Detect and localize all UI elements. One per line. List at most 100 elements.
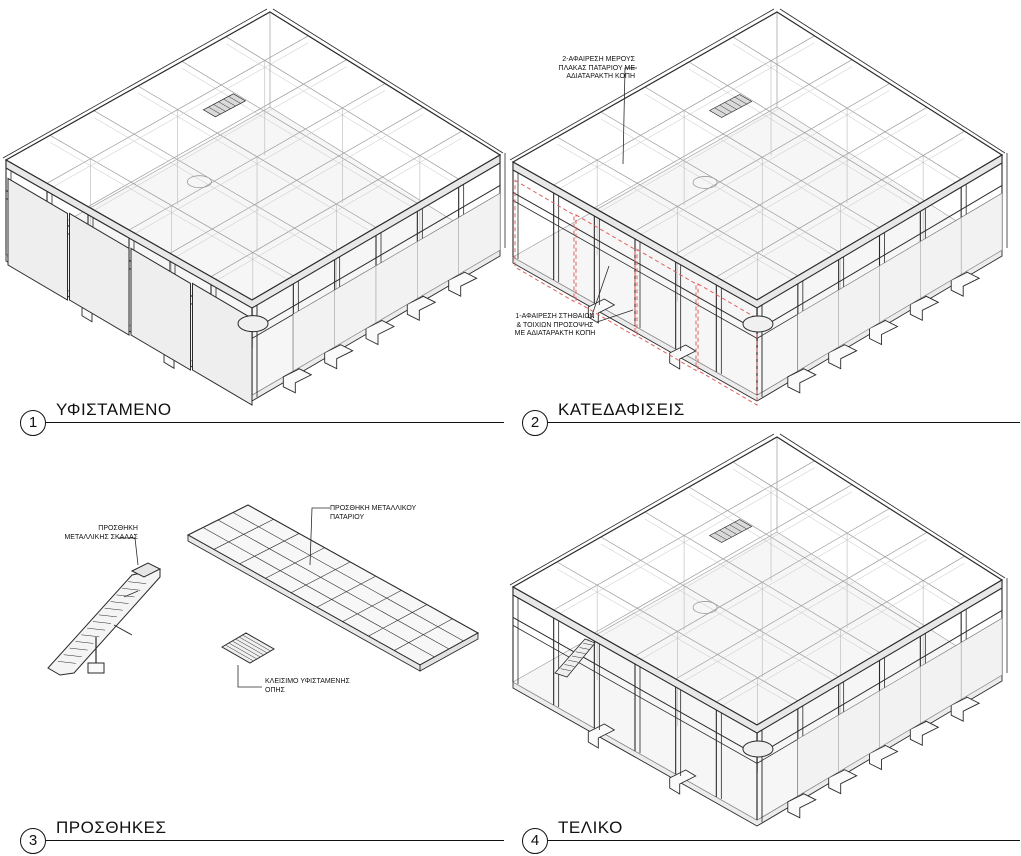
- stair-tread: [724, 102, 737, 110]
- stair-tread: [734, 521, 747, 530]
- stair-rail: [123, 590, 139, 598]
- note-line: & ΤΟΙΧΙΩΝ ΠΡΟΣΟΨΗΣ: [516, 321, 594, 329]
- note-line: 2-ΑΦΑΙΡΕΣΗ ΜΕΡΟΥΣ: [562, 56, 635, 63]
- note-line: ΠΡΟΣΘΗΚΗ: [98, 525, 138, 532]
- leader-line: [118, 537, 139, 566]
- stair-tread: [579, 647, 590, 650]
- demolition-outline: [697, 283, 758, 406]
- leader-line: [590, 265, 610, 319]
- panel-title: ΚΑΤΕΔΑΦΙΣΕΙΣ: [558, 400, 685, 419]
- stair-tread: [564, 664, 575, 667]
- roof-edge: [512, 154, 1003, 309]
- roof-outline: [779, 433, 1006, 579]
- stair-tread: [568, 660, 579, 663]
- roof-outline: [2, 8, 268, 159]
- stair-tread: [69, 647, 88, 651]
- title-underline: [548, 840, 1020, 841]
- mezzanine-joist: [239, 533, 300, 565]
- plate-rib: [242, 634, 271, 652]
- facade-beam: [512, 616, 758, 756]
- mezzanine-joist: [217, 519, 450, 650]
- stair-tread: [128, 581, 147, 584]
- stair-tread: [714, 532, 727, 540]
- footing: [950, 696, 981, 722]
- facade-beam: [756, 184, 1003, 331]
- panel-title: ΠΡΟΣΘΗΚΕΣ: [56, 818, 167, 837]
- footing: [324, 344, 354, 370]
- panel-number: 4: [522, 828, 548, 854]
- facade-wall: [7, 177, 68, 301]
- stair-tread: [575, 651, 586, 654]
- footing: [669, 344, 697, 370]
- plate-rib: [232, 640, 261, 658]
- facade-beam: [756, 609, 1003, 756]
- note-line: 1-ΑΦΑΙΡΕΣΗ ΣΤΗΘΑΙΩΝ: [515, 313, 595, 320]
- stair-tread: [110, 601, 129, 604]
- panel-final: [505, 425, 1008, 845]
- leader-line: [596, 309, 634, 323]
- stair-stringer: [47, 568, 161, 676]
- note-line: ΑΔΙΑΤΑΡΑΚΤΗ ΚΟΠΗ: [566, 73, 635, 80]
- additions-drawing: [47, 504, 480, 688]
- note-opening-closure: ΚΛΕΙΣΙΜΟ ΥΦΙΣΤΑΜΕΝΗΣ ΟΠΗΣ: [265, 678, 385, 695]
- building-demolitions-drawing: [509, 8, 1008, 406]
- note-line: ΠΑΤΑΡΙΟΥ: [330, 513, 365, 521]
- stair-brace: [113, 624, 133, 636]
- footing: [909, 295, 940, 322]
- roof-outline: [509, 433, 775, 586]
- note-line: ΜΕΤΑΛΛΙΚΗΣ ΣΚΑΛΑΣ: [64, 533, 138, 541]
- note-line: ΠΛΑΚΑΣ ΠΑΤΑΡΙΟΥ ΜΕ: [558, 64, 635, 72]
- mezzanine-joist: [316, 575, 376, 608]
- title-underline: [548, 422, 1020, 423]
- mezzanine-joist: [394, 618, 453, 651]
- stair-tread: [81, 634, 100, 638]
- title-underline: [46, 840, 504, 841]
- panel-title: ΥΦΙΣΤΑΜΕΝΟ: [56, 400, 172, 419]
- round-opening: [692, 176, 718, 189]
- stair-tread: [122, 588, 141, 591]
- mezzanine-joist: [232, 512, 464, 642]
- panel-existing: [0, 0, 506, 420]
- round-opening: [692, 601, 718, 614]
- roof-edge: [5, 154, 501, 309]
- round-opening: [237, 315, 269, 333]
- panel-demolitions: 2-ΑΦΑΙΡΕΣΗ ΜΕΡΟΥΣ ΠΛΑΚΑΣ ΠΑΤΑΡΙΟΥ ΜΕ ΑΔΙ…: [505, 0, 1008, 420]
- footing: [909, 720, 940, 747]
- facade-beam: [512, 625, 758, 764]
- footing: [869, 319, 899, 346]
- mezzanine-joist: [290, 561, 351, 594]
- stair-tread: [75, 641, 94, 644]
- footing: [828, 769, 858, 795]
- stair-tread: [98, 614, 117, 618]
- note-slab-removal: 2-ΑΦΑΙΡΕΣΗ ΜΕΡΟΥΣ ΠΛΑΚΑΣ ΠΑΤΑΡΙΟΥ ΜΕ ΑΔΙ…: [505, 56, 635, 82]
- footing: [448, 271, 478, 297]
- stair-tread: [714, 107, 727, 115]
- stair-tread: [228, 96, 241, 104]
- stair-tread: [719, 104, 732, 113]
- building: [509, 8, 1008, 406]
- stair-tread: [116, 594, 135, 598]
- roof-outline: [272, 8, 504, 154]
- infill-wall: [960, 192, 1003, 275]
- footing: [950, 271, 981, 297]
- plate-rib: [235, 638, 264, 656]
- stair-tread: [213, 104, 226, 112]
- stair-tread: [560, 668, 571, 671]
- plate-rib: [225, 644, 254, 662]
- plate-rib: [228, 642, 257, 660]
- stair-tread: [729, 99, 742, 107]
- mezzanine-joist: [342, 590, 402, 622]
- facade-wall: [192, 282, 253, 406]
- opening-closure-plate: [221, 632, 275, 664]
- note-line: ΟΠΗΣ: [265, 686, 285, 694]
- stair-tread: [104, 607, 123, 611]
- panel-number: 2: [522, 410, 548, 436]
- title-underline: [46, 422, 504, 423]
- round-opening: [742, 315, 774, 333]
- stair-tread: [729, 524, 742, 532]
- footing: [828, 344, 858, 370]
- panel-number: 1: [20, 410, 46, 436]
- mezzanine-joist: [368, 604, 428, 637]
- mezzanine-joist: [265, 547, 325, 579]
- footing: [406, 295, 437, 322]
